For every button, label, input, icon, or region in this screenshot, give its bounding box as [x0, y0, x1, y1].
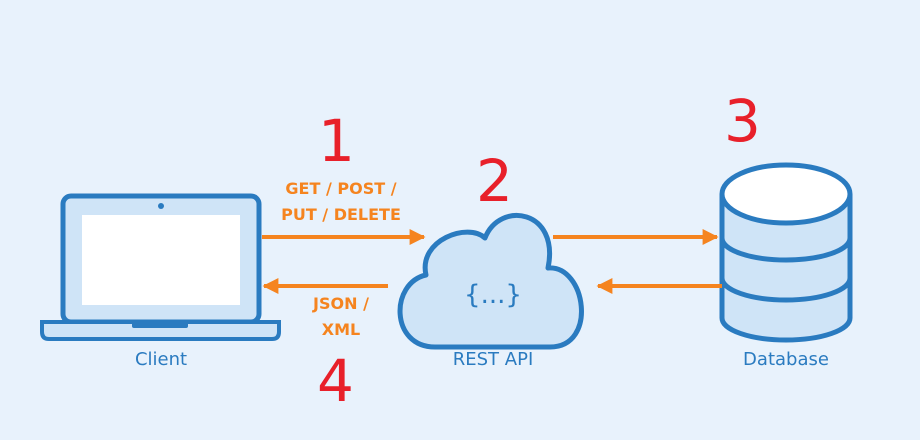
step-number-3: 3 [724, 87, 761, 155]
step-number-4: 4 [317, 347, 354, 415]
client-label: Client [134, 349, 188, 370]
response-format-label: JSON / XML [251, 291, 431, 343]
cloud-icon [397, 212, 584, 350]
step-number-1: 1 [318, 107, 355, 175]
laptop-icon [40, 193, 281, 341]
request-methods-line-2: PUT / DELETE [281, 205, 401, 224]
step-number-2: 2 [476, 147, 513, 215]
response-format-line-2: XML [321, 320, 361, 339]
database-label: Database [743, 349, 829, 370]
request-methods-line-1: GET / POST / [285, 179, 397, 198]
api-symbol: {...} [464, 280, 522, 310]
request-methods-label: GET / POST / PUT / DELETE [251, 176, 431, 228]
rest-api-label: REST API [452, 349, 534, 370]
database-icon [719, 162, 853, 343]
response-format-line-1: JSON / [313, 294, 369, 313]
